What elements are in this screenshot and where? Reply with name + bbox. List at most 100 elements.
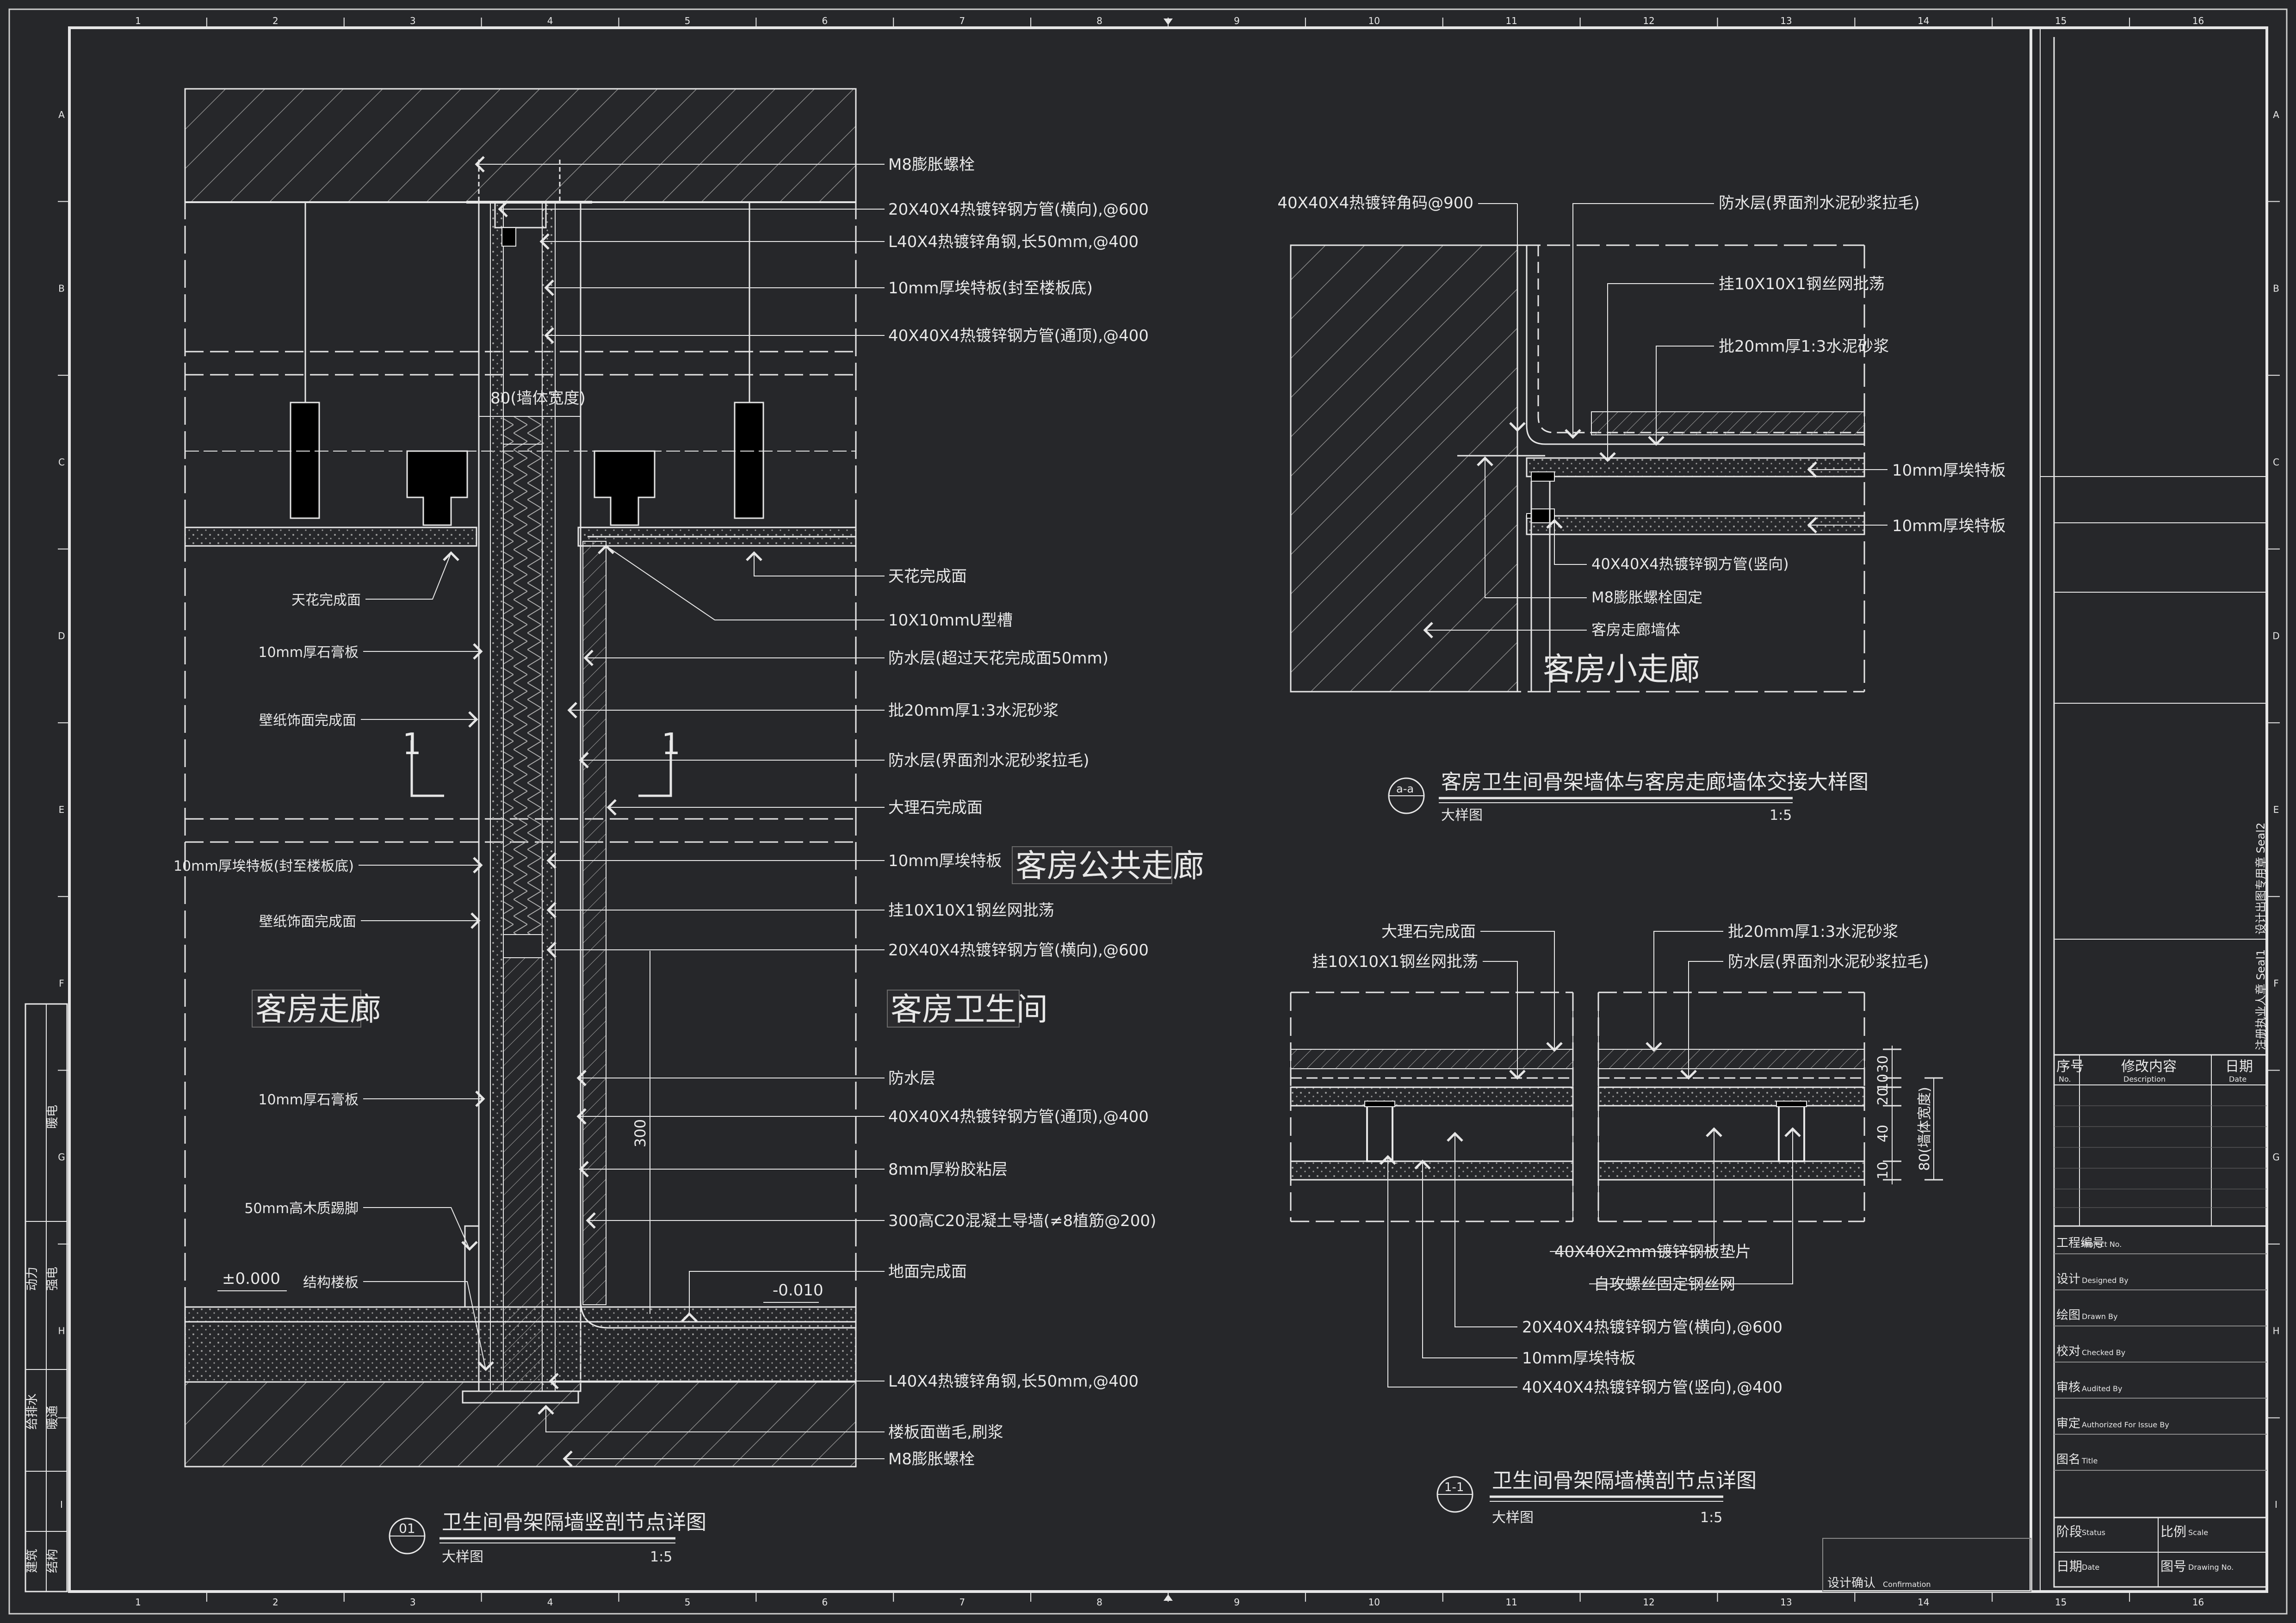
title-num-11: 1-1	[1444, 1481, 1464, 1494]
level-zero: ±0.000	[222, 1270, 280, 1288]
dim-label: 30	[1875, 1055, 1891, 1073]
leader-arrow	[546, 902, 557, 918]
grid-col-label: 2	[272, 1597, 278, 1608]
leader-arrow	[576, 1070, 587, 1086]
grid-row-label: A	[2273, 109, 2279, 120]
dim-label: 40	[1875, 1125, 1891, 1142]
leader-arrow	[461, 1241, 478, 1251]
ceiling-runner-left	[406, 450, 468, 526]
annotation-aa: 40X40X4热镀锌钢方管(竖向)	[1591, 555, 1789, 573]
grid-col-label: 11	[1505, 1597, 1517, 1608]
title-scale-01: 1:5	[650, 1549, 672, 1565]
annotation-right: 批20mm厚1:3水泥砂浆	[888, 701, 1058, 720]
annotation-11: 10mm厚埃特板	[1522, 1349, 1636, 1368]
grid-col-label: 7	[959, 15, 965, 26]
title-field-label-en: Checked By	[2082, 1348, 2125, 1357]
annotation-aa: 批20mm厚1:3水泥砂浆	[1719, 337, 1889, 356]
rev-header: 序号	[2056, 1059, 2084, 1075]
leader-arrow	[746, 551, 762, 561]
annotation-aa: 挂10X10X1钢丝网批荡	[1719, 275, 1885, 293]
dim-label: 10	[1875, 1074, 1891, 1091]
section-mark-left: 1	[402, 727, 421, 762]
ceiling-hanger-left	[290, 402, 320, 519]
grid-row-label: B	[2273, 283, 2279, 294]
dim-label: 10	[1875, 1162, 1891, 1179]
title-field-label: 图名	[2056, 1453, 2080, 1467]
leader-arrow	[544, 279, 554, 296]
annotation-11: 挂10X10X1钢丝网批荡	[1312, 953, 1478, 971]
leader-arrow	[1546, 519, 1563, 529]
title-block: 设计出图专用章 Seal2 注册执业人章 Seal1 序号 No. 修改内容 D…	[1822, 37, 2268, 1592]
wood-skirting	[464, 1225, 480, 1308]
title-field-label-en: Designed By	[2082, 1276, 2129, 1285]
section-mark-right: 1	[662, 727, 681, 762]
drawing-no-label-en: Drawing No.	[2188, 1563, 2234, 1572]
drawing-no-label: 图号	[2160, 1559, 2186, 1574]
leader-arrow	[563, 1450, 573, 1467]
title-name-01: 卫生间骨架隔墙竖剖节点详图	[442, 1511, 706, 1534]
leaders-left: 天花完成面10mm厚石膏板壁纸饰面完成面10mm厚埃特板(封至楼板底)壁纸饰面完…	[173, 551, 494, 1371]
center-mark-bottom	[1163, 1594, 1173, 1601]
grid-col-label: 12	[1643, 15, 1654, 26]
leader-arrow	[583, 650, 594, 666]
leader-arrow	[1447, 1132, 1463, 1142]
corridor-wall-mass	[1290, 244, 1518, 693]
title-field-label: 绘图	[2056, 1308, 2080, 1322]
leader-arrow	[477, 1361, 494, 1371]
annotation-right: 20X40X4热镀锌钢方管(横向),@600	[888, 941, 1149, 960]
title-field-label: 审定	[2056, 1417, 2080, 1431]
leaders-1-1: 大理石完成面挂10X10X1钢丝网批荡批20mm厚1:3水泥砂浆防水层(界面剂水…	[1312, 923, 1929, 1397]
grid-row-label: A	[58, 109, 65, 120]
annotation-right: 楼板面凿毛,刷浆	[888, 1423, 1003, 1442]
annotation-left: 50mm高木质踢脚	[244, 1201, 359, 1217]
marble-finish	[582, 541, 606, 1305]
date-label-en: Date	[2082, 1563, 2099, 1572]
rev-header-en: Description	[2123, 1075, 2166, 1084]
leader-arrow	[546, 852, 557, 869]
seal2-label: 设计出图专用章 Seal2	[2254, 823, 2267, 935]
room-corridor: 客房走廊	[255, 991, 381, 1028]
annotation-right: 300高C20混凝土导墙(≠8植筋@200)	[888, 1212, 1156, 1230]
ceiling-hanger-right	[734, 402, 764, 519]
leader-arrow	[549, 1373, 559, 1389]
title-field-label-en: Authorized For Issue By	[2082, 1420, 2169, 1429]
annotation-11: 40X40X4热镀锌钢方管(竖向),@400	[1522, 1378, 1782, 1397]
leader-arrow	[1599, 452, 1616, 462]
strip-label: 建筑	[25, 1549, 39, 1573]
scale-label-en: Scale	[2188, 1528, 2208, 1537]
steel-tube-core	[503, 416, 543, 935]
dim-label: 20	[1875, 1088, 1891, 1105]
grid-col-label: 8	[1096, 1597, 1102, 1608]
grid-col-label: 6	[822, 1597, 828, 1608]
leader-arrow	[579, 752, 589, 768]
leader-arrow	[1509, 422, 1526, 432]
detail-1-1: 大理石完成面挂10X10X1钢丝网批荡批20mm厚1:3水泥砂浆防水层(界面剂水…	[1290, 923, 1943, 1526]
annotation-left: 10mm厚石膏板	[258, 1092, 359, 1108]
status-label: 阶段	[2056, 1524, 2082, 1539]
leader-arrow	[1807, 461, 1817, 478]
annotation-right: 10mm厚埃特板(封至楼板底)	[888, 279, 1093, 297]
title-type-01: 大样图	[442, 1549, 483, 1565]
strip-label: 暖通	[46, 1406, 60, 1430]
annotation-right: 地面完成面	[888, 1263, 967, 1281]
leader-arrow	[1477, 456, 1493, 466]
strip-label: 动力	[25, 1267, 39, 1291]
title-type-11: 大样图	[1492, 1510, 1534, 1526]
title-scale-11: 1:5	[1700, 1510, 1722, 1526]
grid-col-label: 5	[685, 1597, 691, 1608]
strip-label: 强电	[46, 1267, 60, 1291]
leader-arrow	[1784, 1127, 1801, 1137]
title-field-label: 校对	[2056, 1344, 2080, 1358]
grid-col-label: 4	[547, 1597, 553, 1608]
leader-arrow	[1646, 1042, 1662, 1052]
leader-arrow	[473, 643, 483, 660]
grid-row-label: D	[2272, 630, 2279, 641]
ceiling-runner-right	[594, 450, 656, 526]
leader-arrow	[586, 1212, 596, 1229]
leader-arrow	[1423, 622, 1433, 638]
